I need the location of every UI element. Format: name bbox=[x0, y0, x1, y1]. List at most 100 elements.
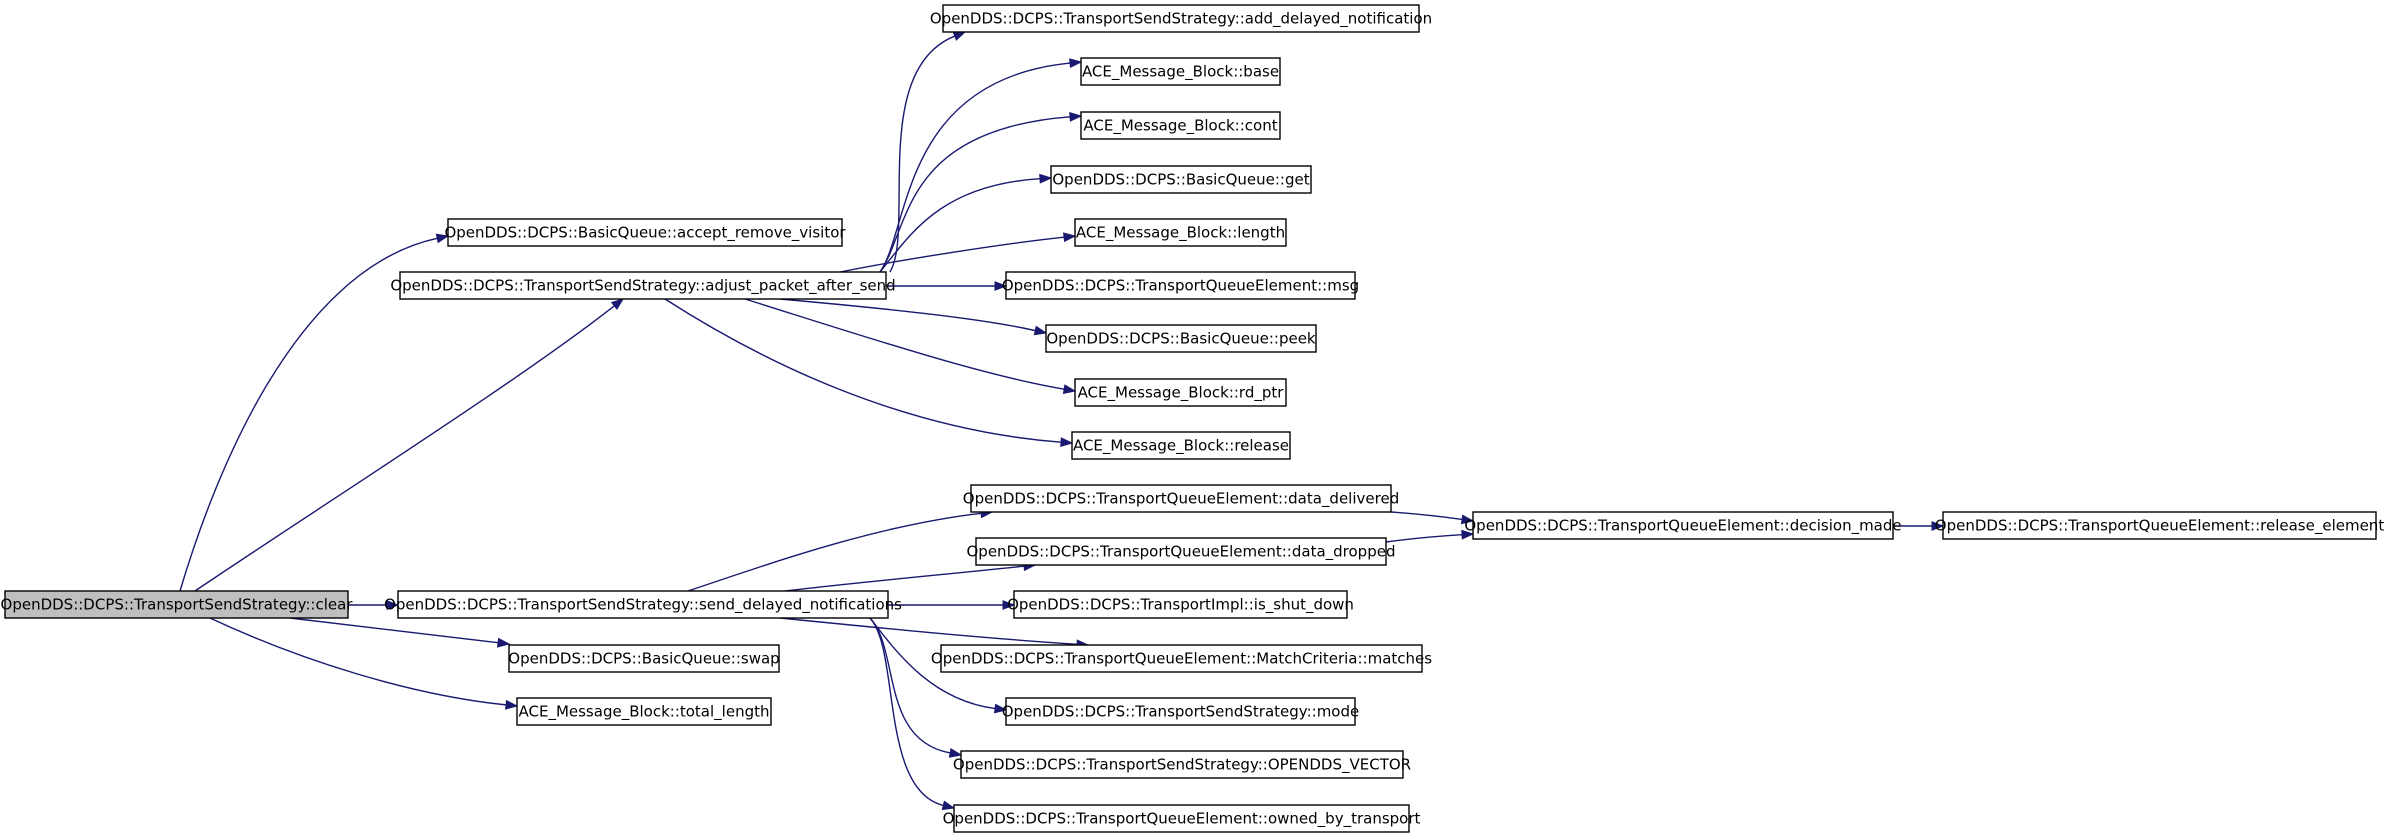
nodes-layer: OpenDDS::DCPS::TransportSendStrategy::cl… bbox=[1, 4, 2384, 833]
node-box[interactable] bbox=[1074, 218, 1287, 247]
node-owned_by_transport[interactable]: OpenDDS::DCPS::TransportQueueElement::ow… bbox=[943, 804, 1421, 833]
edge-clear-to-send_delayed_notifications bbox=[348, 600, 400, 610]
node-box[interactable] bbox=[940, 644, 1423, 673]
edge-adjust_packet_after_send-to-release bbox=[664, 298, 1074, 448]
node-total_length[interactable]: ACE_Message_Block::total_length bbox=[516, 697, 772, 726]
node-box[interactable] bbox=[1005, 271, 1356, 300]
edge-line bbox=[784, 565, 1025, 592]
arrowhead bbox=[948, 748, 963, 758]
node-data_delivered[interactable]: OpenDDS::DCPS::TransportQueueElement::da… bbox=[963, 484, 1399, 513]
arrowhead bbox=[505, 699, 519, 710]
arrowhead bbox=[1069, 111, 1083, 122]
node-box[interactable] bbox=[1071, 431, 1291, 460]
node-label: OpenDDS::DCPS::BasicQueue::swap bbox=[508, 650, 779, 668]
node-box[interactable] bbox=[1472, 511, 1894, 540]
node-send_delayed_notifications[interactable]: OpenDDS::DCPS::TransportSendStrategy::se… bbox=[384, 590, 902, 619]
node-label: OpenDDS::DCPS::TransportSendStrategy::ad… bbox=[930, 10, 1432, 29]
node-mode[interactable]: OpenDDS::DCPS::TransportSendStrategy::mo… bbox=[1002, 697, 1359, 726]
node-box[interactable] bbox=[975, 537, 1387, 566]
node-data_dropped[interactable]: OpenDDS::DCPS::TransportQueueElement::da… bbox=[967, 537, 1396, 566]
node-box[interactable] bbox=[1050, 165, 1312, 194]
arrowhead bbox=[1069, 58, 1083, 69]
edge-send_delayed_notifications-to-mode bbox=[869, 617, 1008, 714]
node-box[interactable] bbox=[1080, 57, 1281, 86]
edge-line bbox=[879, 116, 1071, 273]
edge-line bbox=[1390, 511, 1463, 521]
edge-adjust_packet_after_send-to-cont bbox=[879, 111, 1083, 273]
node-accept_remove_visitor[interactable]: OpenDDS::DCPS::BasicQueue::accept_remove… bbox=[444, 218, 846, 247]
arrowhead bbox=[1039, 173, 1053, 184]
edge-send_delayed_notifications-to-matches bbox=[779, 617, 1090, 650]
edge-adjust_packet_after_send-to-peek bbox=[779, 298, 1048, 336]
node-msg[interactable]: OpenDDS::DCPS::TransportQueueElement::ms… bbox=[1002, 271, 1359, 300]
node-box[interactable] bbox=[970, 484, 1392, 513]
node-cont[interactable]: ACE_Message_Block::cont bbox=[1080, 111, 1281, 140]
node-box[interactable] bbox=[508, 644, 780, 673]
node-get[interactable]: OpenDDS::DCPS::BasicQueue::get bbox=[1050, 165, 1312, 194]
node-label: OpenDDS::DCPS::TransportSendStrategy::OP… bbox=[953, 756, 1411, 775]
node-box[interactable] bbox=[942, 4, 1420, 33]
node-label: OpenDDS::DCPS::TransportSendStrategy::ad… bbox=[390, 277, 895, 296]
arrowhead bbox=[1461, 529, 1475, 540]
edge-data_dropped-to-decision_made bbox=[1385, 529, 1475, 543]
edge-clear-to-total_length bbox=[209, 617, 519, 710]
edge-line bbox=[879, 62, 1071, 273]
node-base[interactable]: ACE_Message_Block::base bbox=[1080, 57, 1281, 86]
arrowhead bbox=[952, 31, 967, 41]
node-label: OpenDDS::DCPS::TransportSendStrategy::se… bbox=[384, 596, 902, 615]
node-box[interactable] bbox=[1074, 378, 1287, 407]
node-clear[interactable]: OpenDDS::DCPS::TransportSendStrategy::cl… bbox=[1, 590, 354, 619]
edge-adjust_packet_after_send-to-rd_ptr bbox=[744, 298, 1077, 394]
node-box[interactable] bbox=[4, 590, 349, 619]
node-box[interactable] bbox=[1013, 590, 1348, 619]
node-box[interactable] bbox=[1942, 511, 2377, 540]
edge-line bbox=[179, 237, 438, 592]
node-box[interactable] bbox=[1005, 697, 1356, 726]
node-label: OpenDDS::DCPS::TransportQueueElement::de… bbox=[1464, 517, 1901, 536]
node-is_shut_down[interactable]: OpenDDS::DCPS::TransportImpl::is_shut_do… bbox=[1007, 590, 1354, 619]
arrowhead bbox=[993, 703, 1008, 714]
node-peek[interactable]: OpenDDS::DCPS::BasicQueue::peek bbox=[1045, 324, 1317, 353]
node-release[interactable]: ACE_Message_Block::release bbox=[1071, 431, 1291, 460]
node-label: OpenDDS::DCPS::TransportQueueElement::re… bbox=[1935, 517, 2384, 536]
node-box[interactable] bbox=[953, 804, 1410, 833]
node-swap[interactable]: OpenDDS::DCPS::BasicQueue::swap bbox=[508, 644, 780, 673]
node-label: OpenDDS::DCPS::TransportSendStrategy::cl… bbox=[1, 596, 354, 614]
arrowhead bbox=[1002, 600, 1016, 610]
node-label: ACE_Message_Block::length bbox=[1076, 224, 1285, 243]
arrowhead bbox=[1063, 232, 1077, 243]
node-matches[interactable]: OpenDDS::DCPS::TransportQueueElement::Ma… bbox=[931, 644, 1432, 673]
edge-send_delayed_notifications-to-owned_by_transport bbox=[869, 617, 956, 811]
edge-data_delivered-to-decision_made bbox=[1390, 511, 1475, 525]
node-label: OpenDDS::DCPS::TransportImpl::is_shut_do… bbox=[1007, 596, 1354, 615]
edge-line bbox=[869, 617, 944, 807]
edge-send_delayed_notifications-to-data_dropped bbox=[784, 561, 1037, 592]
edge-decision_made-to-release_element bbox=[1893, 521, 1945, 531]
node-adjust_packet_after_send[interactable]: OpenDDS::DCPS::TransportSendStrategy::ad… bbox=[390, 271, 896, 300]
node-OPENDDS_VECTOR[interactable]: OpenDDS::DCPS::TransportSendStrategy::OP… bbox=[953, 750, 1411, 779]
node-box[interactable] bbox=[447, 218, 843, 247]
node-add_delayed_notification[interactable]: OpenDDS::DCPS::TransportSendStrategy::ad… bbox=[930, 4, 1432, 33]
node-label: OpenDDS::DCPS::TransportQueueElement::ow… bbox=[943, 810, 1421, 829]
node-length[interactable]: ACE_Message_Block::length bbox=[1074, 218, 1287, 247]
node-box[interactable] bbox=[397, 590, 889, 619]
node-box[interactable] bbox=[399, 271, 887, 300]
node-box[interactable] bbox=[960, 750, 1404, 779]
edge-line bbox=[869, 617, 996, 710]
edge-line bbox=[779, 617, 1078, 645]
edge-line bbox=[744, 298, 1065, 390]
node-label: OpenDDS::DCPS::BasicQueue::accept_remove… bbox=[444, 224, 846, 243]
edges-layer bbox=[179, 31, 1945, 811]
node-box[interactable] bbox=[1080, 111, 1281, 140]
node-box[interactable] bbox=[516, 697, 772, 726]
node-decision_made[interactable]: OpenDDS::DCPS::TransportQueueElement::de… bbox=[1464, 511, 1902, 540]
node-label: ACE_Message_Block::cont bbox=[1083, 117, 1277, 136]
edge-send_delayed_notifications-to-data_delivered bbox=[687, 508, 994, 592]
edge-adjust_packet_after_send-to-get bbox=[879, 173, 1053, 273]
edge-line bbox=[779, 298, 1036, 332]
arrowhead bbox=[1033, 325, 1048, 336]
node-box[interactable] bbox=[1045, 324, 1317, 353]
node-release_element[interactable]: OpenDDS::DCPS::TransportQueueElement::re… bbox=[1935, 511, 2384, 540]
node-rd_ptr[interactable]: ACE_Message_Block::rd_ptr bbox=[1074, 378, 1287, 407]
edge-clear-to-swap bbox=[289, 617, 511, 648]
